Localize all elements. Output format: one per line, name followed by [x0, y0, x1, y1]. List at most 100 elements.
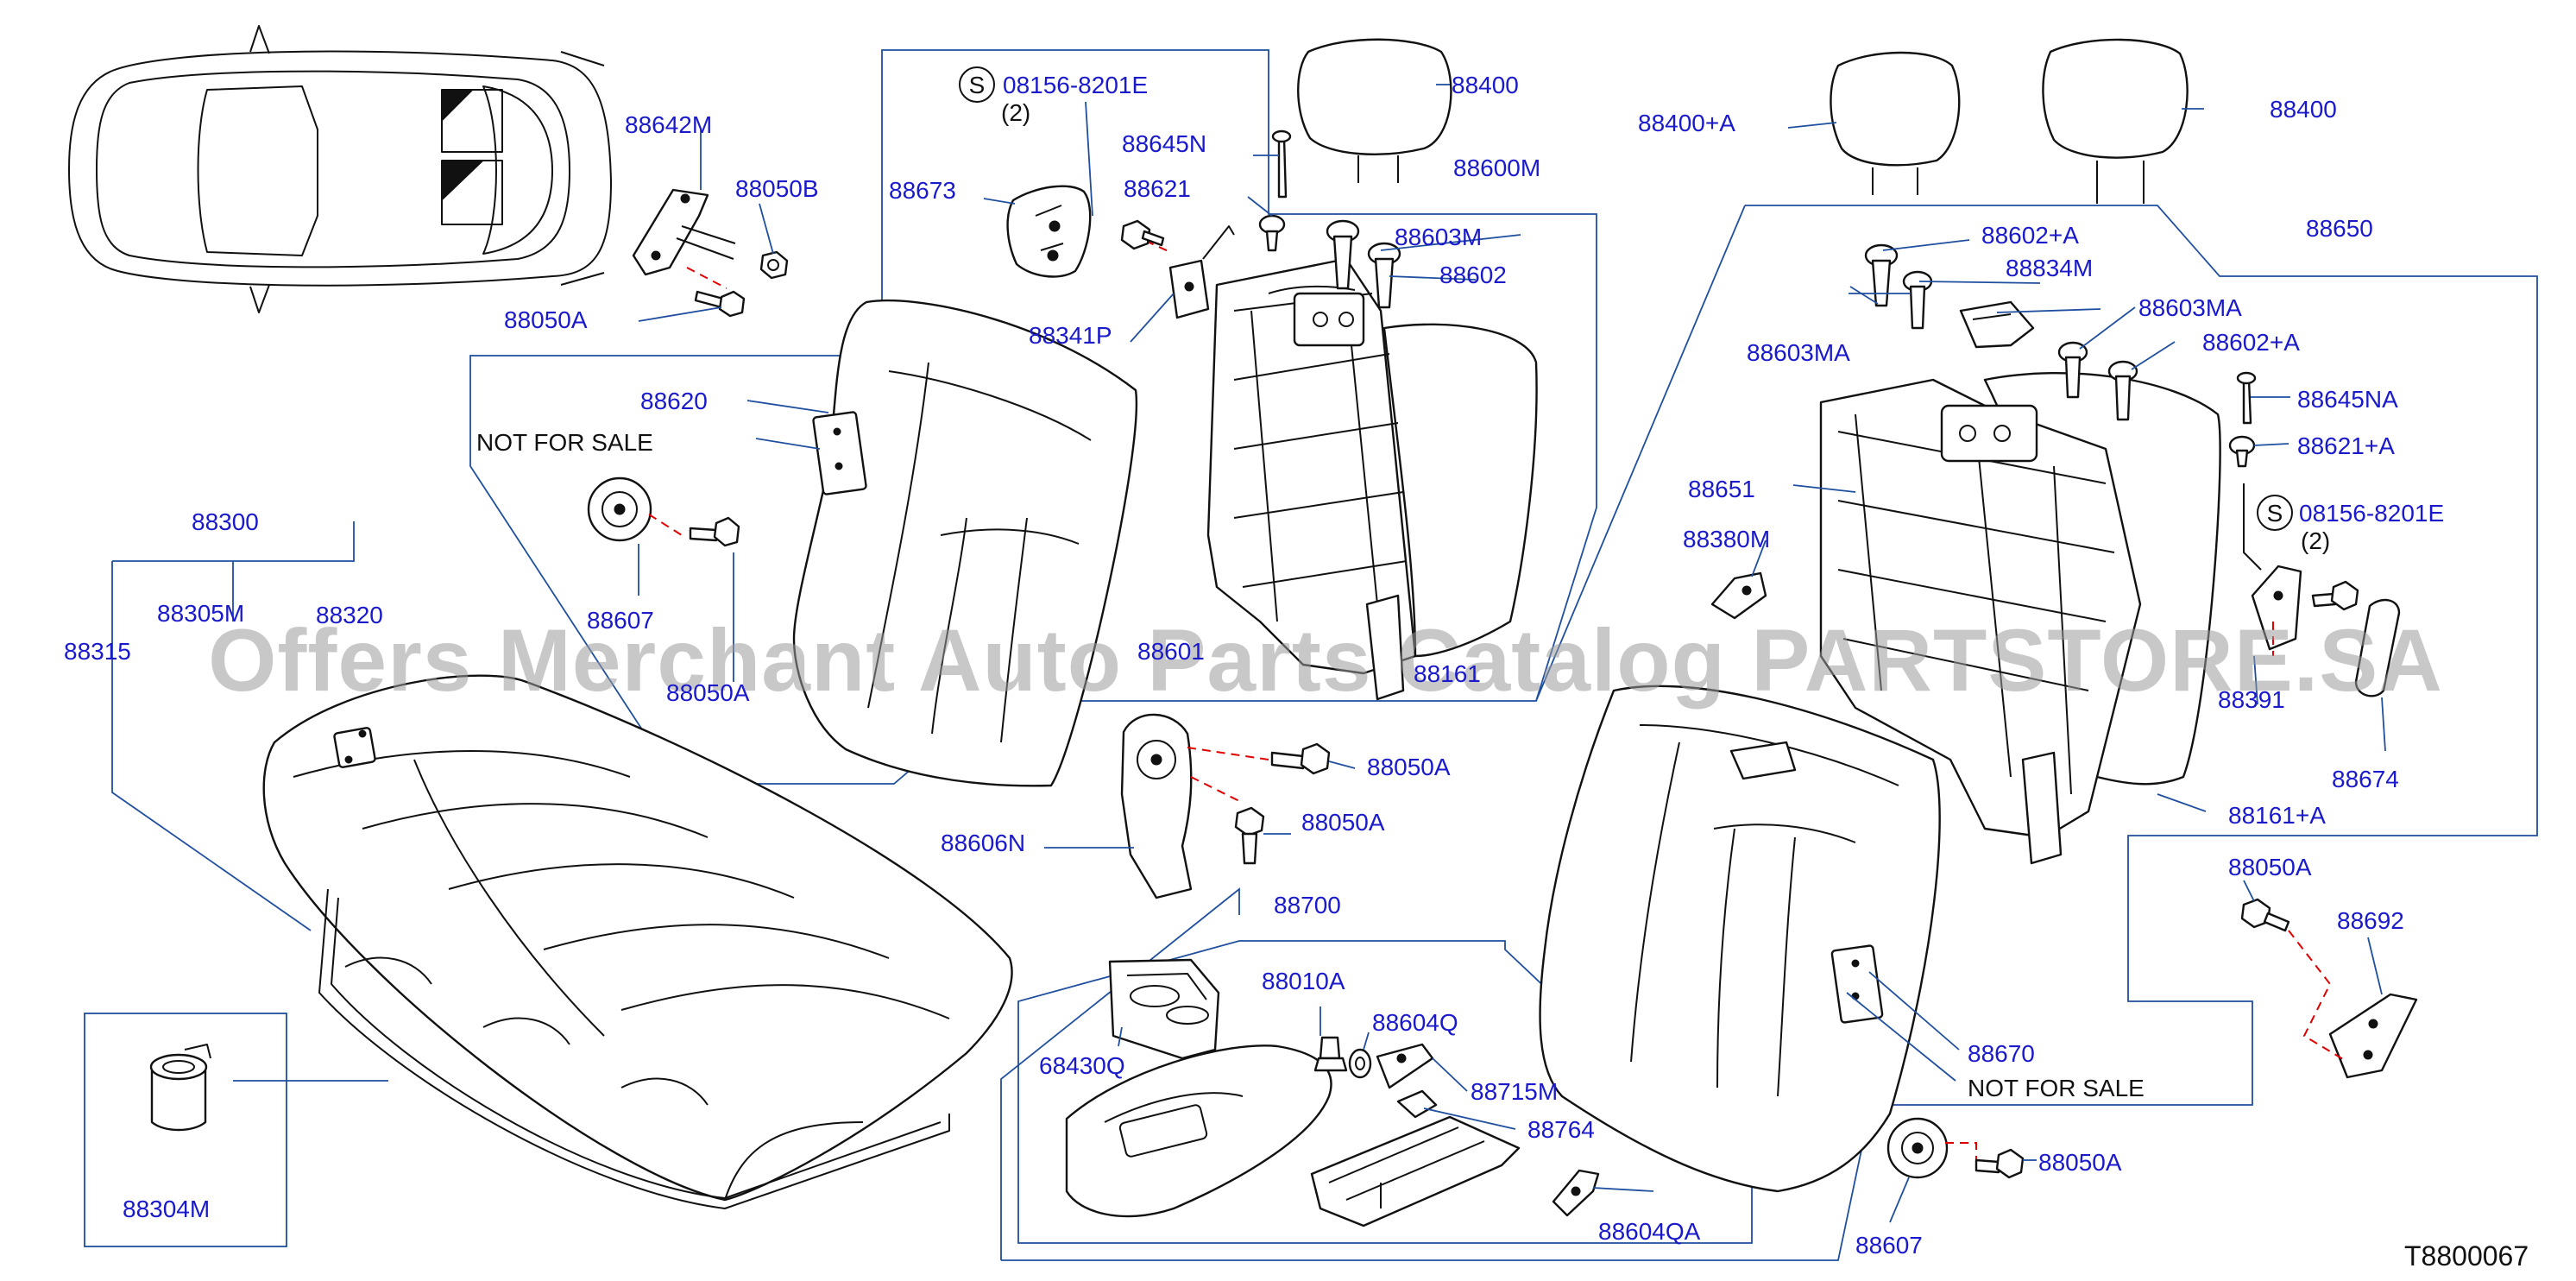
label-88050A-mid-left[interactable]: 88050A	[666, 679, 750, 706]
label-88673[interactable]: 88673	[889, 177, 956, 204]
clip-88621	[1258, 214, 1286, 252]
guide-88603M	[1326, 219, 1360, 290]
group-outline-cushion	[111, 521, 355, 931]
label-88050A-right-1[interactable]: 88050A	[2228, 854, 2312, 880]
bracket-88692	[2288, 930, 2418, 1079]
armrest-pad	[1065, 1044, 1332, 1218]
bolt-88050A-top	[694, 290, 746, 318]
label-88764[interactable]: 88764	[1527, 1116, 1595, 1143]
label-88050A-center-1[interactable]: 88050A	[1367, 754, 1451, 780]
left-seatback-frame	[1206, 257, 1538, 701]
label-88602A-2[interactable]: 88602+A	[2202, 329, 2300, 356]
label-88645N[interactable]: 88645N	[1122, 130, 1206, 157]
recliner-88607-right	[1886, 1117, 2025, 1179]
bracket-88715M	[1376, 1043, 1434, 1089]
bracket-88380M	[1710, 571, 1767, 620]
label-88607-left[interactable]: 88607	[587, 607, 654, 634]
rear-seat-cushion	[262, 674, 1013, 1202]
label-08156-8201E-left[interactable]: 08156-8201E	[1003, 72, 1148, 98]
label-88400-right[interactable]: 88400	[2270, 96, 2337, 123]
cover-88834M	[1959, 300, 2035, 349]
right-seatback-frame	[1819, 378, 2142, 865]
label-88604Q[interactable]: 88604Q	[1372, 1009, 1458, 1036]
label-88603MA-2[interactable]: 88603MA	[2138, 294, 2242, 321]
label-88604QA[interactable]: 88604QA	[1598, 1218, 1701, 1245]
label-88050B[interactable]: 88050B	[735, 175, 819, 202]
bracket-88391	[2243, 483, 2302, 656]
label-88700[interactable]: 88700	[1274, 892, 1341, 918]
label-88341P[interactable]: 88341P	[1029, 322, 1112, 349]
cushion-wire-frame	[318, 888, 950, 1209]
label-88602[interactable]: 88602	[1439, 262, 1507, 288]
label-88050A-top[interactable]: 88050A	[504, 306, 588, 333]
guide-88602A-1	[1864, 243, 1899, 307]
label-88645NA[interactable]: 88645NA	[2297, 386, 2398, 413]
s-mark-right: S	[2257, 495, 2293, 531]
label-88400-left[interactable]: 88400	[1452, 72, 1519, 98]
label-88621A[interactable]: 88621+A	[2297, 432, 2395, 459]
label-88315[interactable]: 88315	[64, 638, 131, 665]
label-88692[interactable]: 88692	[2337, 907, 2404, 934]
label-88050A-right-2[interactable]: 88050A	[2038, 1149, 2122, 1176]
guide-88603MA-2	[2057, 341, 2088, 399]
not-for-sale-left: NOT FOR SALE	[476, 429, 653, 456]
screw-08156-left	[1120, 219, 1165, 250]
right-seatback-pad	[1539, 685, 1941, 1193]
label-88161[interactable]: 88161	[1414, 660, 1481, 687]
bracket-88341P	[1131, 225, 1235, 319]
leader-lines	[233, 84, 2386, 1223]
label-88670[interactable]: 88670	[1968, 1040, 2035, 1067]
label-88603MA-1[interactable]: 88603MA	[1747, 339, 1850, 366]
headrest-88400A	[1830, 51, 1961, 195]
s-mark-right-text: S	[2267, 500, 2283, 527]
label-88600M[interactable]: 88600M	[1453, 155, 1540, 181]
label-88715M[interactable]: 88715M	[1471, 1078, 1558, 1105]
bolt-88010A	[1313, 1036, 1348, 1072]
group-outline-88304M	[84, 1013, 287, 1247]
cupholder-68430Q	[1108, 958, 1220, 1060]
label-88304M[interactable]: 88304M	[123, 1196, 210, 1222]
headrest-88400-left	[1297, 38, 1452, 183]
diagram-code: T8800067	[2404, 1240, 2529, 1272]
screw-08156-right	[2311, 580, 2359, 611]
label-88300[interactable]: 88300	[192, 508, 259, 535]
guide-88602	[1367, 242, 1401, 309]
qty-right: (2)	[2301, 527, 2330, 554]
label-88607-right[interactable]: 88607	[1855, 1232, 1923, 1259]
label-88161A[interactable]: 88161+A	[2228, 802, 2326, 829]
label-88602A-1[interactable]: 88602+A	[1981, 222, 2079, 249]
s-mark-left: S	[959, 66, 995, 103]
label-88650[interactable]: 88650	[2306, 215, 2373, 242]
bolt-88645N	[1271, 129, 1292, 199]
label-88620[interactable]: 88620	[640, 388, 708, 414]
part-88304M	[149, 1044, 211, 1132]
label-88606N[interactable]: 88606N	[941, 830, 1025, 856]
bolt-88645NA	[2236, 371, 2257, 425]
label-88305M[interactable]: 88305M	[157, 600, 244, 627]
vehicle-top-view	[68, 25, 612, 313]
guide-88602A-2	[2107, 360, 2138, 421]
bushing-88604Q	[1348, 1048, 1372, 1079]
label-88642M[interactable]: 88642M	[625, 111, 712, 138]
guide-88603MA-1	[1902, 270, 1933, 330]
label-68430Q[interactable]: 68430Q	[1039, 1052, 1125, 1079]
s-mark-left-text: S	[969, 72, 986, 98]
label-88601[interactable]: 88601	[1137, 638, 1205, 665]
label-88834M[interactable]: 88834M	[2006, 255, 2093, 281]
label-88651[interactable]: 88651	[1688, 476, 1755, 502]
headrest-88400-right	[2042, 38, 2189, 204]
label-88391[interactable]: 88391	[2218, 686, 2285, 713]
label-88050A-center-2[interactable]: 88050A	[1301, 809, 1385, 836]
label-08156-8201E-right[interactable]: 08156-8201E	[2299, 500, 2444, 527]
qty-left: (2)	[1001, 99, 1030, 126]
label-88380M[interactable]: 88380M	[1683, 526, 1770, 552]
watermark: Offers Merchant Auto Parts Catalog PARTS…	[208, 611, 2443, 710]
part-labels[interactable]: 88642M 88050B 88050A 08156-8201E (2) 886…	[64, 72, 2444, 1259]
label-88674[interactable]: 88674	[2332, 766, 2399, 792]
label-88010A[interactable]: 88010A	[1262, 968, 1345, 994]
left-seatback-pad	[792, 299, 1138, 787]
label-88603M[interactable]: 88603M	[1395, 224, 1482, 250]
label-88621[interactable]: 88621	[1124, 175, 1191, 202]
label-88400A[interactable]: 88400+A	[1638, 110, 1735, 136]
label-88320[interactable]: 88320	[316, 602, 383, 628]
